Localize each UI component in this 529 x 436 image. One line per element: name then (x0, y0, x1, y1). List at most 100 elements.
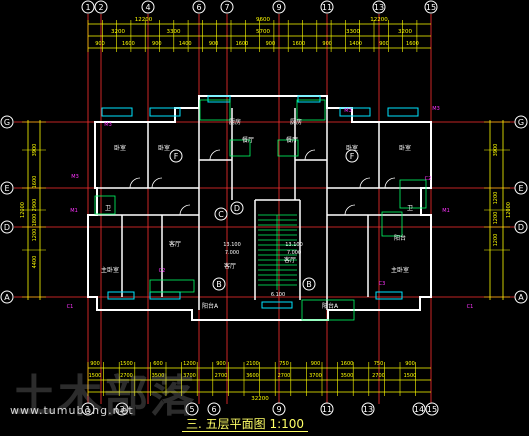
watermark: 土木部落 www.tumubong.net (8, 360, 194, 422)
tag-label: M3 (344, 108, 352, 114)
axis-bubble-right-label: D (518, 223, 524, 232)
elevation-label: 6.100 (271, 292, 285, 298)
axis-bubble-bottom-label: 9 (276, 405, 281, 414)
axis-bubble-right (514, 115, 528, 129)
axis-bubble-top-label: 4 (145, 3, 150, 12)
axis-bubble-bottom (81, 402, 95, 416)
door-swing (209, 149, 221, 161)
dimension-text: 1600 (406, 41, 419, 47)
dimension-text: 2700 (372, 373, 385, 379)
axis-bubble-bottom-label: 5 (189, 405, 194, 414)
axis-bubble-bottom (185, 402, 199, 416)
fixture (301, 299, 355, 321)
axis-bubble-bottom (320, 402, 334, 416)
axis-bubble-inner (345, 149, 359, 163)
dimension-text: 1500 (89, 373, 102, 379)
axis-bubble-top-label: 2 (98, 3, 103, 12)
dimension-text: 900 (405, 361, 415, 367)
axis-bubble-left (0, 181, 14, 195)
tag-label: C1 (67, 304, 74, 310)
axis-bubble-top-label: 11 (322, 3, 332, 12)
axis-bubble-inner-label: C (218, 210, 224, 219)
dimension-text: 32200 (251, 396, 269, 402)
axis-bubble-bottom-label: 11 (322, 405, 332, 414)
axis-bubble-left-label: D (4, 223, 10, 232)
dimension-text: 1600 (341, 361, 354, 367)
fixture (277, 139, 299, 157)
room-label: 主卧室 (101, 266, 119, 274)
axis-bubble-inner (212, 277, 226, 291)
tag-label: C2 (159, 268, 166, 274)
axis-bubble-inner-label: B (306, 280, 312, 289)
axis-bubble-top (424, 0, 438, 14)
room-label: 阳台A (322, 302, 339, 310)
room-label: 餐厅 (242, 136, 254, 144)
watermark-logo: 土木部落 (12, 371, 196, 422)
axis-bubble-right-label: G (518, 118, 524, 127)
dimension-text: 750 (279, 361, 289, 367)
axis-bubble-top-label: 9 (276, 3, 281, 12)
tag-label: C3 (379, 281, 386, 287)
dimension-text: 3500 (152, 373, 165, 379)
dimension-text: 1200 (493, 212, 499, 225)
watermark-url: www.tumubong.net (10, 404, 134, 417)
room-label: 卧室 (346, 144, 358, 152)
window (207, 95, 231, 103)
dimension-text: 1600 (236, 41, 249, 47)
axis-bubble-bottom (361, 402, 375, 416)
axis-bubble-left (0, 220, 14, 234)
axis-bubble-right (514, 181, 528, 195)
fixture (399, 179, 427, 209)
axis-bubble-inner-label: F (174, 152, 179, 161)
window (339, 107, 371, 117)
fixture (199, 99, 231, 121)
axis-bubble-top (320, 0, 334, 14)
door-swing (384, 177, 396, 189)
window (149, 291, 181, 300)
dimension-text: 750 (374, 361, 384, 367)
dimension-text: 2100 (246, 361, 259, 367)
dimension-text: 900 (95, 41, 105, 47)
axis-bubble-left-label: E (4, 184, 9, 193)
dimension-text: 900 (209, 41, 219, 47)
axis-bubble-right-label: E (518, 184, 523, 193)
title-underline (182, 431, 308, 432)
elevation-label: 13.100 (223, 242, 241, 248)
axis-bubble-top (141, 0, 155, 14)
window (261, 301, 293, 309)
room-label: 客厅 (169, 240, 181, 248)
axis-bubble-inner-label: B (216, 280, 222, 289)
axis-bubble-inner-label: D (234, 204, 240, 213)
window (297, 95, 321, 103)
dimension-text: 1400 (179, 41, 192, 47)
tag-label: C2 (425, 176, 432, 182)
room-label: 客厅 (284, 256, 296, 264)
elevation-label: 13.100 (285, 242, 303, 248)
dimension-text: 900 (216, 361, 226, 367)
room-label: 卧室 (114, 144, 126, 152)
dimension-text: 12200 (370, 17, 388, 23)
axis-bubble-top (372, 0, 386, 14)
fixture (229, 139, 251, 157)
dimension-text: 900 (379, 41, 389, 47)
dimension-text: 1200 (493, 234, 499, 247)
axis-bubble-right-label: A (518, 293, 524, 302)
room-label: 卧室 (399, 144, 411, 152)
dimension-text: 900 (311, 361, 321, 367)
window (387, 107, 419, 117)
axis-bubble-top-label: 15 (426, 3, 436, 12)
door-swing (359, 177, 371, 189)
axis-bubble-inner (169, 149, 183, 163)
window (375, 291, 403, 300)
axis-bubble-top-label: 13 (374, 3, 384, 12)
dimension-text: 1800 (32, 214, 38, 227)
axis-bubble-bottom-label: 6 (211, 405, 216, 414)
axis-bubble-bottom-label: 15 (427, 405, 437, 414)
axis-bubble-bottom-label: 13 (363, 405, 373, 414)
axis-bubble-top (94, 0, 108, 14)
dimension-text: 1600 (292, 41, 305, 47)
drawing-title: 三. 五层平面图 1:100 (186, 417, 305, 431)
elevation-label: 7.000 (225, 250, 239, 256)
dimension-text: 5700 (256, 29, 270, 35)
